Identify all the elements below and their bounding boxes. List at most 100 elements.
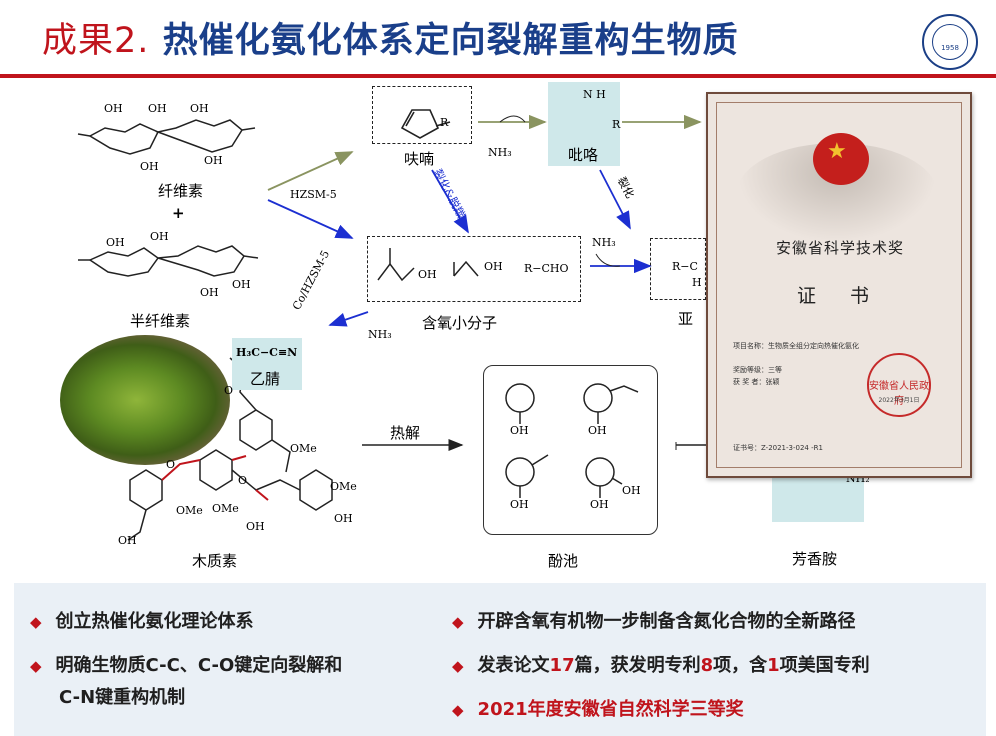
catalyst-label: HZSM-5 bbox=[290, 188, 337, 201]
national-emblem-icon: ★ bbox=[813, 133, 869, 185]
pub-text-d: 项美国专利 bbox=[779, 655, 870, 676]
bullet-theory-text: 创立热催化氨化理论体系 bbox=[55, 611, 254, 632]
title-prefix: 成果2. bbox=[42, 21, 150, 61]
furan-label: 呋喃 bbox=[404, 150, 435, 168]
phenol-oh-5: OH bbox=[622, 484, 641, 497]
phenol-pool-label: 酚池 bbox=[548, 552, 579, 570]
lignin-o-1: O bbox=[166, 458, 176, 471]
lignin-cleavage-bonds bbox=[161, 455, 269, 501]
diagram-svg bbox=[77, 109, 847, 541]
partial-h: H bbox=[692, 276, 702, 289]
lignin-ome-3: OMe bbox=[176, 504, 203, 517]
lignin-o-2: O bbox=[238, 474, 248, 487]
bullet-mechanism-cont: C-N键重构机制 bbox=[59, 683, 185, 709]
lignin-label: 木质素 bbox=[192, 552, 238, 570]
star-icon: ★ bbox=[827, 139, 847, 164]
phenol-oh-4: OH bbox=[590, 498, 609, 511]
partial-rc: R−C bbox=[672, 260, 698, 273]
lignin-ome-2: OMe bbox=[330, 480, 357, 493]
cellulose-oh-1: OH bbox=[104, 102, 123, 115]
phenol-oh-1: OH bbox=[510, 424, 529, 437]
acetonitrile-formula: H₃C−C≡N bbox=[236, 346, 298, 359]
bullet-award: ◆ 2021年度安徽省自然科学三等奖 bbox=[452, 695, 744, 721]
ammonia-label-2: NH₃ bbox=[592, 236, 616, 249]
cellulose-oh-4: OH bbox=[140, 160, 159, 173]
bullet-mechanism: ◆ 明确生物质C-C、C-O键定向裂解和 bbox=[30, 651, 342, 677]
oxygenates-label: 含氧小分子 bbox=[422, 314, 498, 332]
cellulose-oh-2: OH bbox=[148, 102, 167, 115]
slide-title: 成果2. 热催化氨化体系定向裂解重构生物质 bbox=[42, 12, 739, 63]
title-main: 热催化氨化体系定向裂解重构生物质 bbox=[162, 21, 739, 61]
arrow-to-furan bbox=[267, 151, 354, 191]
pyrrole-label: 吡咯 bbox=[568, 146, 599, 164]
lignin-oh-3: OH bbox=[118, 534, 137, 547]
lignin-ome-4: OMe bbox=[212, 502, 239, 515]
hemi-oh-2: OH bbox=[150, 230, 169, 243]
cellulose-structure bbox=[77, 119, 256, 155]
hemi-oh-3: OH bbox=[200, 286, 219, 299]
pub-text-b: 篇，获发明专利 bbox=[574, 655, 701, 676]
hemicellulose-label: 半纤维素 bbox=[130, 312, 191, 330]
cellulose-label: 纤维素 bbox=[158, 182, 204, 200]
lignin-oh-2: OH bbox=[246, 520, 265, 533]
phenol-pool-box bbox=[483, 365, 658, 535]
red-diamond-icon: ◆ bbox=[452, 657, 464, 675]
certificate-frame: ★ 安徽省科学技术奖 证 书 项目名称：生物质全组分定向热催化氨化 奖励等级：三… bbox=[716, 102, 962, 468]
lignin-photo bbox=[60, 335, 230, 465]
oxygenate-oh-2: OH bbox=[484, 260, 503, 273]
us-patent-count: 1 bbox=[767, 655, 780, 676]
amine-partial-box bbox=[650, 238, 706, 300]
seal-date: 2022年3月1日 bbox=[878, 397, 920, 404]
bullet-award-text: 2021年度安徽省自然科学三等奖 bbox=[477, 699, 744, 720]
arrow-to-acetonitrile bbox=[328, 311, 369, 327]
oxygenate-molecules bbox=[377, 248, 479, 282]
acetonitrile-highlight bbox=[232, 338, 302, 390]
arrow-furan-oxygenates bbox=[431, 169, 469, 234]
plus-sign: + bbox=[172, 204, 185, 222]
certificate-grade: 奖励等级：三等 bbox=[733, 366, 782, 374]
phenol-oh-3: OH bbox=[510, 498, 529, 511]
phenol-molecules bbox=[505, 383, 639, 498]
red-diamond-icon: ◆ bbox=[30, 657, 42, 675]
patent-count: 8 bbox=[700, 655, 714, 676]
summary-panel: ◆ 创立热催化氨化理论体系 ◆ 明确生物质C-C、C-O键定向裂解和 C-N键重构机… bbox=[14, 583, 986, 736]
seal-text: 安徽省人民政府 bbox=[869, 381, 929, 407]
amine-partial-label: 亚 bbox=[678, 310, 694, 328]
phenol-oh-2: OH bbox=[588, 424, 607, 437]
red-seal: 安徽省人民政府 2022年3月1日 bbox=[867, 353, 931, 417]
furan-r-group: R bbox=[440, 116, 449, 129]
certificate-project: 项目名称：生物质全组分定向热催化氨化 bbox=[733, 342, 859, 350]
furan-box bbox=[372, 86, 472, 144]
cellulose-oh-3: OH bbox=[190, 102, 209, 115]
seal-ring bbox=[932, 24, 968, 60]
certificate-award: 安徽省科学技术奖 bbox=[775, 239, 904, 257]
red-diamond-icon: ◆ bbox=[452, 701, 464, 719]
furan-ring bbox=[400, 109, 451, 139]
university-seal-icon: 1958 bbox=[922, 14, 978, 70]
certificate-winner: 获 奖 者：张颖 bbox=[733, 378, 780, 386]
oxygenates-box bbox=[367, 236, 581, 302]
bullet-mechanism-line1: 明确生物质C-C、C-O键定向裂解和 bbox=[55, 655, 343, 676]
pyrolysis-label: 热解 bbox=[390, 424, 421, 442]
cellulose-oh-5: OH bbox=[204, 154, 223, 167]
lignin-o-3: O bbox=[224, 384, 234, 397]
red-diamond-icon: ◆ bbox=[452, 613, 464, 631]
award-certificate: ★ 安徽省科学技术奖 证 书 项目名称：生物质全组分定向热催化氨化 奖励等级：三… bbox=[706, 92, 972, 478]
reaction-diagram: OH OH OH OH OH 纤维素 + OH OH OH OH 半纤维素 HZ… bbox=[0, 80, 996, 580]
certificate-number: 证书号：Z-2021-3-024 -R1 bbox=[733, 444, 823, 452]
hemi-oh-1: OH bbox=[106, 236, 125, 249]
hemi-oh-4: OH bbox=[232, 278, 251, 291]
pyrrole-r-group: R bbox=[612, 118, 621, 131]
lignin-ome-1: OMe bbox=[290, 442, 317, 455]
red-diamond-icon: ◆ bbox=[30, 613, 42, 631]
arrow-to-oxygenates bbox=[267, 199, 354, 239]
bullet-pathway: ◆开辟含氧有机物一步制备含氮化合物的全新路径 bbox=[452, 607, 856, 633]
header-divider bbox=[0, 74, 996, 78]
ammonia-label-1: NH₃ bbox=[488, 146, 512, 159]
pub-text-a: 发表论文 bbox=[477, 655, 550, 676]
slide-header: 成果2. 热催化氨化体系定向裂解重构生物质 1958 bbox=[0, 0, 996, 78]
logo-year: 1958 bbox=[941, 44, 959, 52]
bullet-publications: ◆发表论文17篇，获发明专利8项，含1项美国专利 bbox=[452, 651, 870, 677]
pub-text-c: 项，含 bbox=[713, 655, 768, 676]
oxygenate-oh-1: OH bbox=[418, 268, 437, 281]
